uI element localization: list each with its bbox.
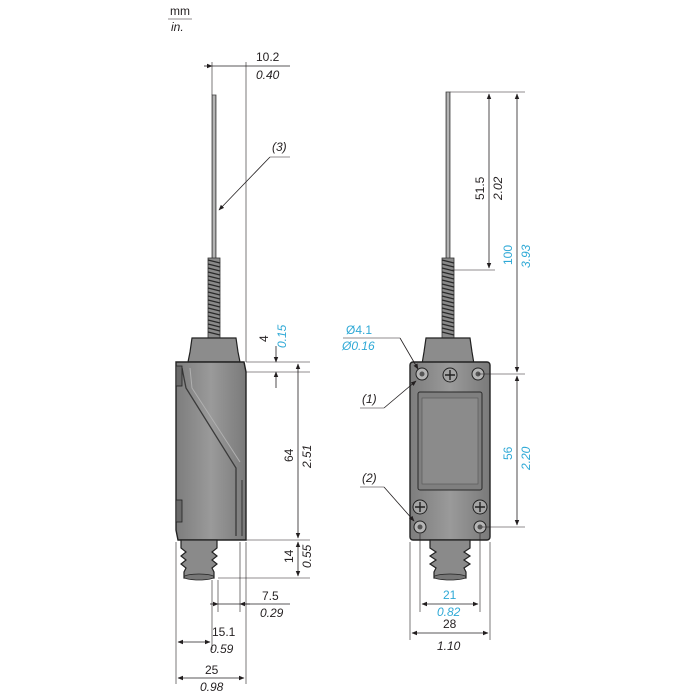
unit-legend: mm in.: [168, 4, 192, 34]
side-view: 10.2 0.40 (3) 4 0.15 64 2.51 14 0.55 7.5…: [175, 50, 314, 694]
dim-hole-dia-mm: Ø4.1: [346, 323, 372, 337]
boot-front: [428, 539, 472, 581]
dim-side-offset-mm: 7.5: [262, 589, 279, 603]
dim-rod-length-inch: 2.02: [491, 176, 505, 201]
dim-width-top-mm: 10.2: [256, 50, 280, 64]
wire-rod-front: [445, 91, 451, 261]
actuator-head-front: [421, 337, 475, 365]
dim-side-offset-inch: 0.29: [260, 606, 284, 620]
dim-side-width-small-mm: 15.1: [212, 625, 236, 639]
dim-offset-top-mm: 4: [257, 335, 271, 342]
dim-side-width-small-inch: 0.59: [210, 642, 234, 656]
unit-inch: in.: [171, 20, 184, 34]
dim-hole-h-inch: 0.82: [437, 605, 461, 619]
dim-hole-dia-inch: Ø0.16: [341, 339, 375, 353]
spring-front: [441, 257, 455, 339]
callout-2: (2): [362, 471, 377, 485]
dim-total-height-inch: 3.93: [519, 244, 533, 268]
dim-body-height-inch: 2.51: [300, 445, 314, 469]
dim-side-width-inch: 0.98: [200, 680, 224, 694]
dim-rod-length-mm: 51.5: [473, 176, 487, 200]
actuator-head: [187, 337, 241, 363]
boot-side: [180, 539, 218, 581]
callout-3: (3): [272, 140, 287, 154]
dim-width-top-inch: 0.40: [256, 68, 280, 82]
dim-front-width-mm: 28: [443, 617, 457, 631]
dim-body-height-mm: 64: [282, 448, 296, 462]
dim-hole-h-mm: 21: [443, 588, 457, 602]
dim-plunger-mm: 14: [282, 549, 296, 563]
dim-hole-v-inch: 2.20: [519, 446, 533, 471]
dim-front-width-inch: 1.10: [437, 639, 461, 653]
unit-mm: mm: [170, 4, 190, 18]
dim-offset-top-inch: 0.15: [275, 324, 289, 348]
dim-total-height-mm: 100: [501, 245, 515, 265]
front-view: Ø4.1 Ø0.16 (1) (2) 51.5 2.02 100 3.93 56…: [341, 91, 533, 653]
dim-plunger-inch: 0.55: [300, 544, 314, 568]
dim-side-width-mm: 25: [205, 663, 219, 677]
dim-hole-v-mm: 56: [501, 446, 515, 460]
wire-rod: [211, 94, 217, 261]
callout-1: (1): [362, 392, 377, 406]
spring: [207, 257, 221, 339]
